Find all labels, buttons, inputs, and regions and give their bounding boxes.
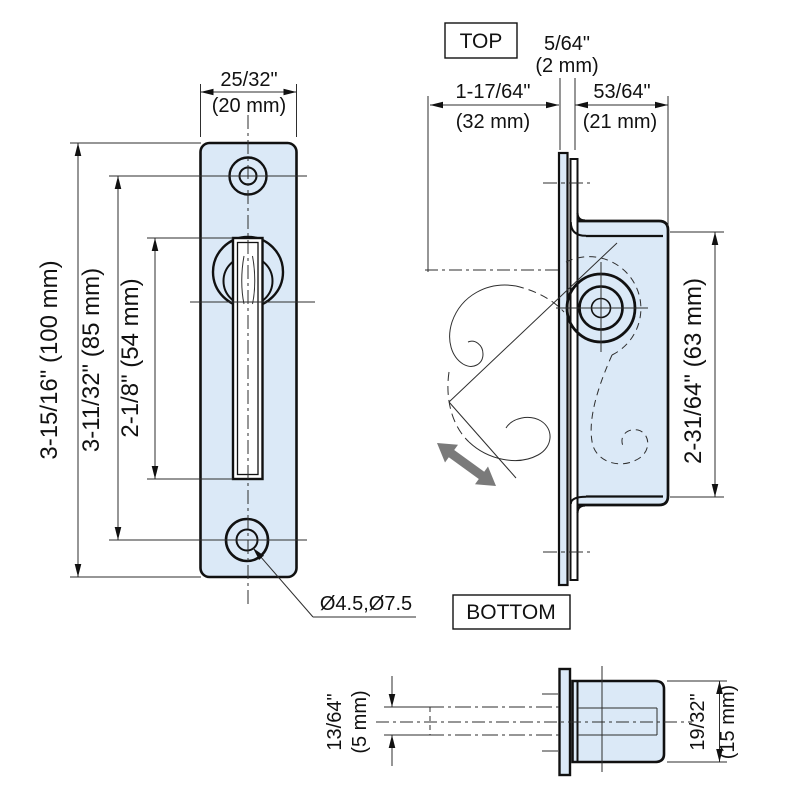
dim-body-height-mm: (15 mm): [717, 685, 739, 759]
dim-front-slot-length: 2-1/8" (54 mm): [117, 278, 144, 437]
dim-case-depth-inch: 53/64": [593, 81, 650, 103]
swing-direction-arrow-icon: [437, 443, 496, 486]
dim-depth-mm: (32 mm): [456, 111, 530, 133]
dim-depth-inch: 1-17/64": [456, 81, 531, 103]
dim-slot-width-mm: (5 mm): [349, 690, 371, 753]
bottom-view-label: BOTTOM: [466, 601, 555, 624]
front-centerlines: [70, 84, 315, 604]
dim-slot-width-inch: 13/64": [324, 693, 346, 750]
dim-front-height: 3-15/16" (100 mm): [36, 260, 63, 459]
dim-case-height: 2-31/64" (63 mm): [680, 278, 707, 464]
dim-front-hole-spacing: 3-11/32" (85 mm): [78, 268, 105, 452]
bend-fillet: [576, 504, 586, 514]
dim-plate-thickness-inch: 5/64": [544, 33, 590, 55]
dim-front-width-mm: (20 mm): [212, 95, 286, 117]
dim-case-depth-mm: (21 mm): [583, 111, 657, 133]
dim-hole-diameters: Ø4.5,Ø7.5: [320, 593, 412, 615]
latch-hook-phantom: [425, 182, 649, 553]
front-view: 25/32" (20 mm) 3-15/16" (100 mm) 3-11/32…: [36, 69, 416, 618]
bottom-dimension-lines: [384, 676, 727, 766]
hole-diameter-leader: [252, 547, 314, 618]
dim-plate-thickness-mm: (2 mm): [535, 55, 598, 77]
front-dimension-lines: [74, 88, 416, 618]
roller-side: [556, 262, 648, 352]
bend-fillet: [576, 212, 586, 222]
roller-edge-through-slot: [252, 255, 256, 305]
side-plate: [557, 151, 569, 587]
bend-fillet: [569, 221, 587, 237]
dim-front-width-inch: 25/32": [220, 69, 277, 91]
side-dimension-lines: [427, 78, 724, 498]
side-view: TOP: [425, 22, 724, 630]
bottom-view: 13/64" (5 mm) 19/32" (15 mm): [324, 666, 739, 777]
top-view-label-box: [444, 22, 518, 59]
latch-case-side: [575, 219, 670, 507]
dim-body-height-inch: 19/32": [687, 693, 709, 750]
roller-edge-through-slot: [241, 255, 245, 305]
bottom-centerlines: [376, 666, 692, 772]
top-view-label: TOP: [460, 30, 503, 53]
bottom-view-label-box: [452, 594, 571, 630]
side-bent-strip: [569, 158, 579, 581]
bend-fillet: [569, 495, 587, 505]
